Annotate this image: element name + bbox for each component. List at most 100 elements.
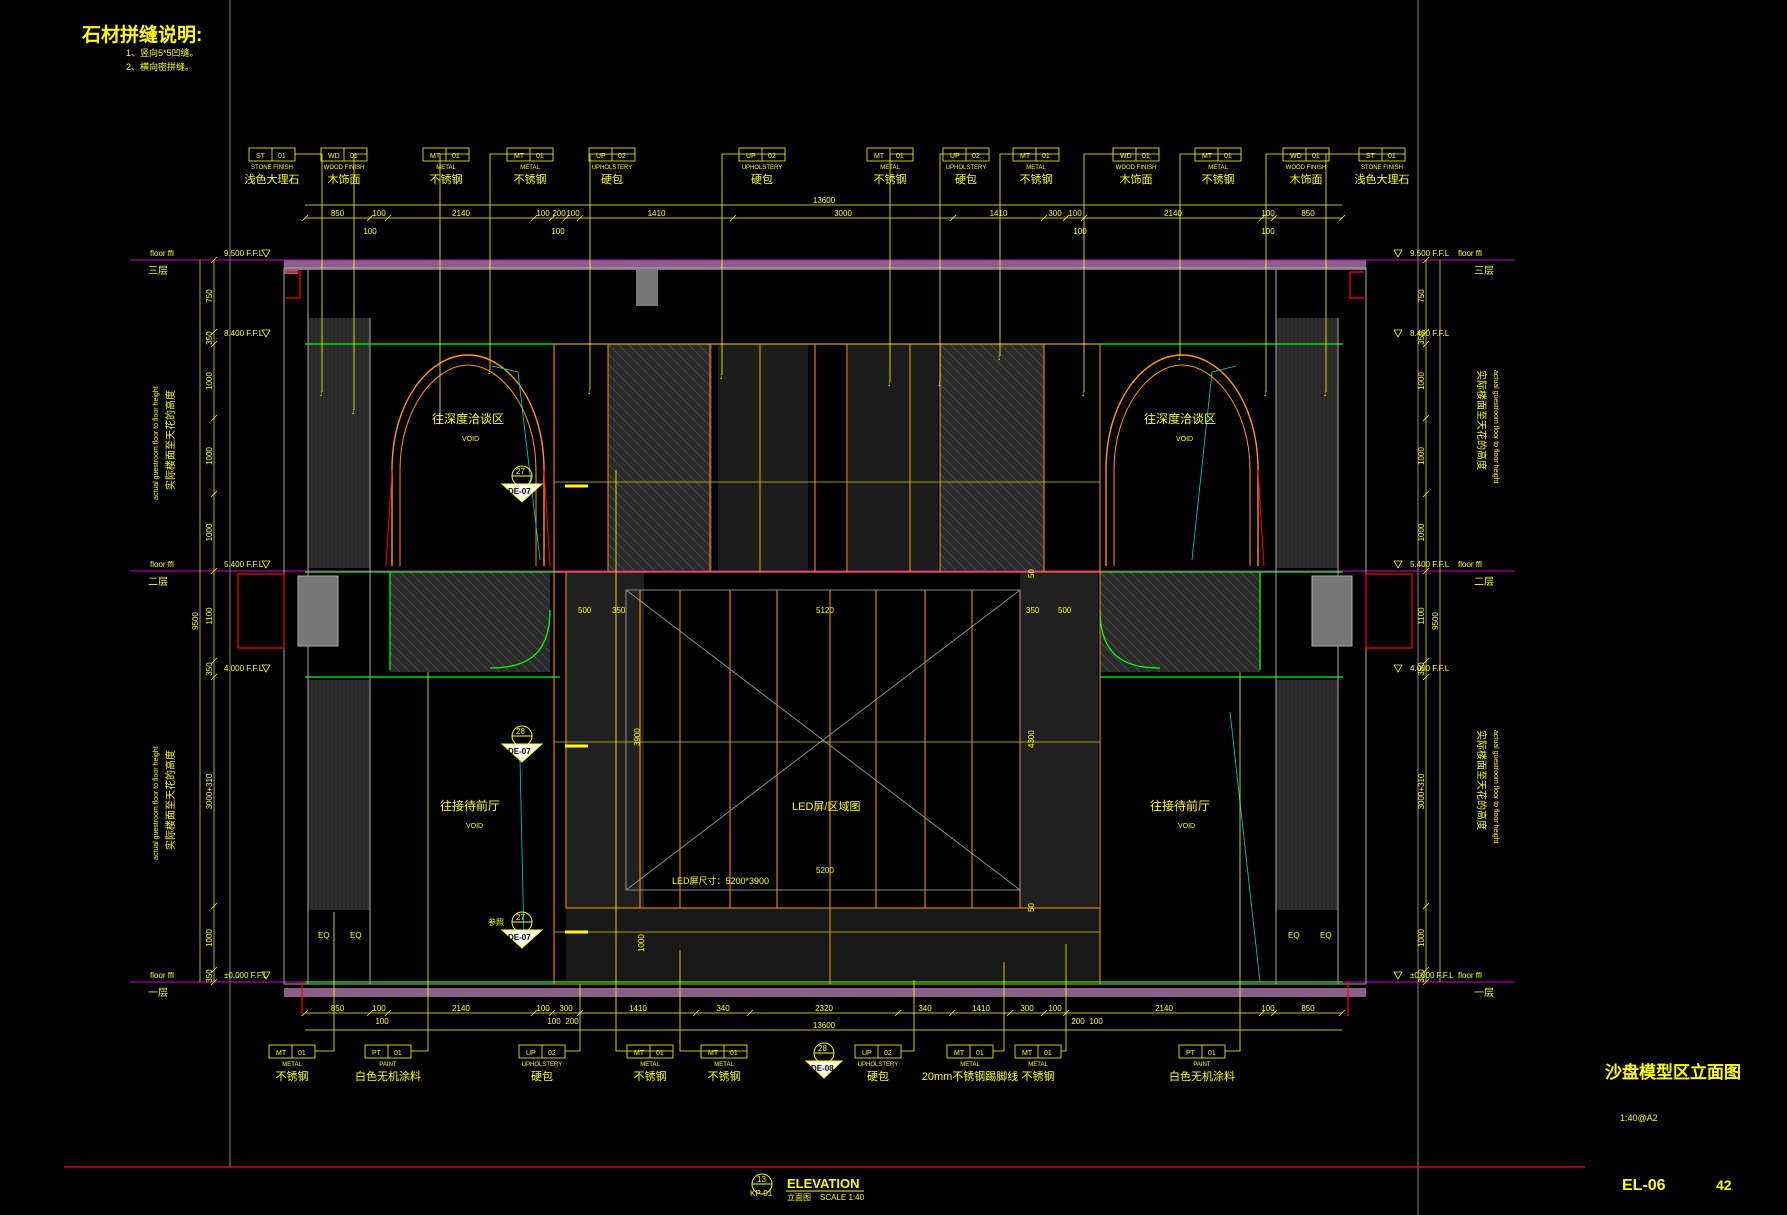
- section-num: 28: [516, 727, 525, 736]
- tag-num: 01: [298, 1050, 306, 1057]
- hatch-line: [959, 343, 1045, 429]
- hatch-line: [939, 413, 1045, 519]
- level-value: ±0.000 F.F.L: [1410, 971, 1454, 980]
- hatch-line: [939, 533, 979, 573]
- level-floor-label: floor ffl: [150, 560, 174, 569]
- dim-tick: [692, 1009, 700, 1017]
- hatch-line: [647, 343, 713, 409]
- level-story: 一层: [148, 987, 168, 999]
- tag-leader-line: [439, 153, 469, 420]
- tag-name: 不锈钢: [634, 1070, 667, 1083]
- hatch-line: [389, 641, 421, 673]
- hatch-line: [607, 353, 713, 459]
- area-labels: 往深度洽谈区 VOID 往深度洽谈区 VOID 往接待前厅 VOID 往接待前厅…: [432, 411, 1216, 886]
- tag-code: UP: [526, 1050, 536, 1057]
- leader-arrow: ↓: [937, 379, 941, 388]
- hatch-line: [607, 463, 713, 569]
- vdim-text: 1000: [1417, 523, 1426, 541]
- tag-name: 不锈钢: [514, 173, 547, 186]
- hatch-line: [489, 571, 551, 633]
- dim-tick: [1080, 214, 1088, 222]
- tag-name: 硬包: [601, 173, 623, 186]
- tag-num: 01: [1312, 153, 1320, 160]
- tag-leader-line: [615, 470, 673, 1052]
- tag-name: 不锈钢: [1020, 173, 1053, 186]
- tag-leader-line: [721, 153, 785, 375]
- dim-text: 1410: [629, 1004, 647, 1013]
- tag-category: PAINT: [1193, 1062, 1211, 1068]
- hatch-line: [1129, 571, 1231, 673]
- vdim-tick: [210, 902, 218, 910]
- level-floor-label: floor ffl: [1458, 971, 1482, 980]
- dim-text: 1410: [648, 209, 666, 218]
- tag-name: 硬包: [751, 173, 773, 186]
- hatch-line: [1239, 571, 1261, 593]
- dim-tick: [301, 1009, 309, 1017]
- tag-num: 02: [618, 153, 626, 160]
- tag-code: MT: [276, 1050, 287, 1057]
- vdim-text: 9500: [1431, 612, 1440, 630]
- level-floor-label: floor ffl: [1458, 560, 1482, 569]
- hatch-line: [389, 651, 411, 673]
- level-value: ±0.000 F.F.L: [224, 971, 268, 980]
- tag-name: 20mm不锈钢踢脚线: [922, 1069, 1019, 1083]
- dim-tick: [1040, 1009, 1048, 1017]
- hatch-line: [939, 383, 1045, 489]
- tag-num: 01: [1208, 1050, 1216, 1057]
- leader-arrow: ↓: [1081, 389, 1085, 398]
- dim-text: 100: [1073, 227, 1087, 236]
- level-symbol: [261, 329, 271, 338]
- tag-code: UP: [950, 153, 960, 160]
- level-value: 8.400 F.F.L: [1410, 329, 1450, 338]
- leader-arrow: ↓: [587, 387, 591, 396]
- dim-text: 340: [918, 1004, 932, 1013]
- void-label: VOID: [466, 823, 483, 830]
- tag-name: 硬包: [531, 1070, 553, 1083]
- hatch-line: [419, 571, 521, 673]
- level-story: 二层: [1474, 576, 1494, 588]
- section-num: 27: [516, 467, 525, 476]
- dim-text: 100: [536, 209, 550, 218]
- tag-category: WOOD FINISH: [1286, 165, 1327, 171]
- dim-text: 340: [716, 1004, 730, 1013]
- tag-name: 不锈钢: [874, 173, 907, 186]
- tag-num: 02: [884, 1050, 892, 1057]
- tag-leader-line: [295, 153, 323, 392]
- hatch-line: [1199, 571, 1261, 633]
- vdim-tick: [210, 966, 218, 974]
- hatch-line: [389, 591, 471, 673]
- level-floor-label: floor ffl: [1458, 249, 1482, 258]
- hatch-line: [439, 571, 541, 673]
- area-label-upper-left: 往深度洽谈区: [432, 411, 504, 426]
- tag-num: 01: [394, 1050, 402, 1057]
- dim-text: 100: [551, 227, 565, 236]
- hatch-line: [939, 373, 1045, 479]
- hatch-line: [1009, 343, 1045, 379]
- tag-category: METAL: [520, 165, 540, 171]
- hatch-line: [529, 571, 551, 593]
- hatch-line: [1099, 641, 1131, 673]
- hatch-line: [939, 433, 1045, 539]
- hatch-line: [939, 523, 989, 573]
- vdim-text: 750: [1417, 289, 1426, 303]
- dim-text: 850: [331, 1004, 345, 1013]
- dim-text: 100: [372, 1004, 386, 1013]
- side-note-cn: 实际楼面至天花的高度: [1475, 730, 1488, 830]
- dim-tick: [1258, 1009, 1266, 1017]
- tag-num: 01: [1224, 153, 1232, 160]
- leader-arrow: ↓: [487, 367, 491, 376]
- tag-category: METAL: [1028, 1062, 1048, 1068]
- tag-num: 01: [536, 153, 544, 160]
- vdim-tick: [210, 256, 218, 264]
- hatch-line: [389, 611, 451, 673]
- tag-leader-line: [489, 153, 553, 370]
- hatch-line: [607, 393, 713, 499]
- hatch-line: [939, 393, 1045, 499]
- hatch-line: [1119, 571, 1221, 673]
- tag-code: MT: [874, 153, 885, 160]
- vdim-text: 1100: [1417, 607, 1426, 625]
- vdim-text: 1000: [205, 447, 214, 465]
